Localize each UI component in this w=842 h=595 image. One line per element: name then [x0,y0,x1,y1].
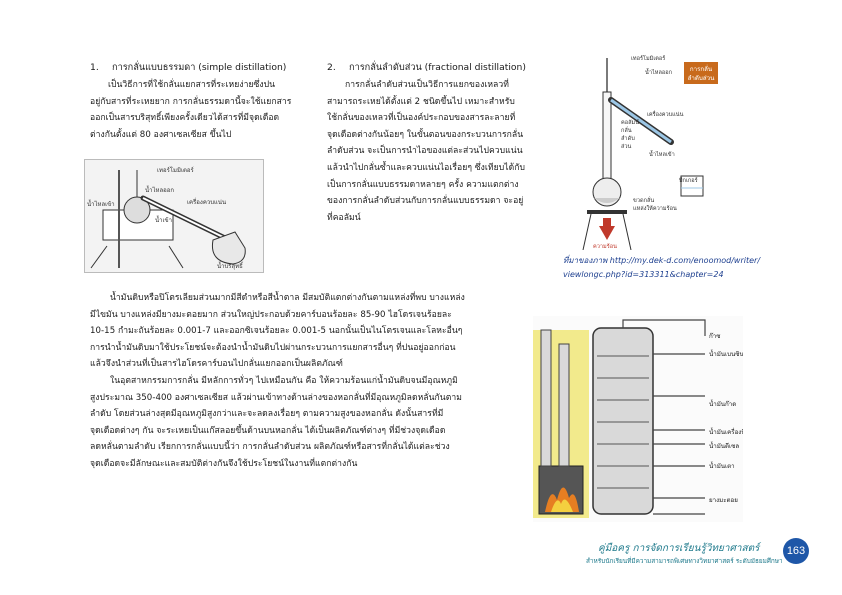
petroleum-paragraph-2: ในอุตสาหกรรมการกลั่น มีหลักการทั่วๆ ไปเห… [90,373,530,473]
simple-distillation-paragraph: เป็นวิธีการที่ใช้กลั่นแยกสารที่ระเหยง่าย… [90,77,305,143]
para-line: สามารถระเหยได้ตั้งแต่ 2 ชนิดขึ้นไป เหมาะ… [327,96,515,107]
fig-label: น้ำบริสุทธิ์ [217,260,244,270]
para-line: สูงประมาณ 350-400 องศาเซลเซียส แล้วผ่านเ… [90,392,462,403]
fig-label: แหล่งให้ความร้อน [633,205,677,212]
fig-label: ส่วน [621,143,632,150]
para-line: น้ำมันดิบหรือปิโตรเลียมส่วนมากมีสีดำหรือ… [110,293,465,303]
para-line: แล้วจึงนำส่วนที่เป็นสารไฮโดรคาร์บอนไปกลั… [90,359,343,370]
footer-subtitle: สำหรับนักเรียนที่มีความสามารถพิเศษทางวิท… [586,557,783,565]
fig-label: ยางมะตอย [709,497,738,504]
fig-label: น้ำไหลเข้า [649,150,675,158]
para-line: ออกเป็นสารบริสุทธิ์เพียงครั้งเดียวได้สาร… [90,113,280,124]
refinery-tower-diagram: ก๊าซ น้ำมันเบนซิน น้ำมันก๊าด น้ำมันเครื่… [533,316,750,522]
para-line: การนำน้ำมันดิบมาใช้ประโยชน์จะต้องนำน้ำมั… [90,342,456,353]
fractional-distillation-paragraph: การกลั่นลำดับส่วนเป็นวิธีการแยกของเหลวที… [327,77,547,226]
para-line: จุดเดือดต่างกันน้อยๆ ในขั้นตอนของกระบวนก… [327,129,524,140]
section-heading-fractional: 2. การกลั่นลำดับส่วน (fractional distilla… [327,60,526,75]
caption-line: ที่มาของภาพ http://my.dek-d.com/enoomod/… [563,256,761,265]
fig-label: น้ำมันก๊าด [709,399,736,408]
footer-title: คู่มือครู การจัดการเรียนรู้วิทยาศาสตร์ [598,543,760,554]
fig-label: เทอร์โมมิเตอร์ [631,54,665,62]
para-line: 10-15 กำมะถันร้อยละ 0.001-7 และออกซิเจนร… [90,326,463,337]
para-line: จุดเดือดต่างๆ กัน จะระเหยเป็นแก๊สลอยขึ้น… [90,425,446,436]
section-heading-simple: 1. การกลั่นแบบธรรมดา (simple distillation… [90,60,286,75]
fig-label: น้ำมันเครื่องบิน [709,427,743,436]
fig-label: กลั่น [621,126,632,134]
fig-label: น้ำไหลออก [145,184,174,194]
fig-label: ขวดกลั่น [633,196,654,204]
caption-line: viewlongc.php?id=313311&chapter=24 [563,270,724,279]
para-line: ลำดับ โดยส่วนล่างสุดมีอุณหภูมิสูงกว่าและ… [90,409,444,420]
fig-label: เทอร์โมมิเตอร์ [157,166,195,174]
fig-label: เครื่องควบแน่น [647,110,684,118]
fig-label: น้ำมันเบนซิน [709,349,743,358]
para-line: ที่คอลัมน์ [327,212,361,223]
fig-label: น้ำมันดีเซล [709,441,739,450]
simple-distillation-figure: เทอร์โมมิเตอร์ น้ำไหลออก เครื่องควบแน่น … [84,159,264,273]
para-line: มีไขมัน บางแหล่งมียางมะตอยมาก ส่วนใหญ่ปร… [90,309,452,320]
fig-label: น้ำไหลเข้า [87,198,115,208]
figure-source-caption: ที่มาของภาพ http://my.dek-d.com/enoomod/… [563,254,763,282]
section-title: การกลั่นแบบธรรมดา (simple distillation) [112,62,287,73]
para-line: ลำดับส่วน จะเป็นการนำไอของแต่ละส่วนไปควบ… [327,146,523,157]
para-line: จุดเดือดจะมีลักษณะและสมบัติต่างกันจึงใช้… [90,458,358,469]
fig-label: น้ำมันเตา [709,461,735,470]
section-title: การกลั่นลำดับส่วน (fractional distillati… [349,62,526,73]
fig-label: ลำดับ [621,135,635,142]
fig-label: คอลัมน์ [621,118,639,126]
fig-tag: การกลั่น [690,65,713,73]
para-line: ใช้กลั่นของเหลวที่เป็นองค์ประกอบของสารละ… [327,113,516,124]
refinery-tower-figure: ก๊าซ น้ำมันเบนซิน น้ำมันก๊าด น้ำมันเครื่… [533,316,750,522]
fig-tag: ลำดับส่วน [688,75,715,82]
para-line: ต่างกันตั้งแต่ 80 องศาเซลเซียส ขึ้นไป [90,129,232,140]
para-line: เป็นวิธีการที่ใช้กลั่นแยกสารที่ระเหยง่าย… [108,80,276,90]
para-line: การกลั่นลำดับส่วนเป็นวิธีการแยกของเหลวที… [345,80,509,90]
para-line: ของการกลั่นลำดับส่วนกับการกลั่นแบบธรรมดา… [327,196,524,207]
para-line: เป็นการกลั่นแบบธรรมดาหลายๆ ครั้ง ความแตก… [327,179,519,190]
fig-label: น้ำเข้า [155,214,172,224]
para-line: ในอุตสาหกรรมการกลั่น มีหลักการทั่วๆ ไปเห… [110,376,458,386]
para-line: แล้วนำไปกลั่นซ้ำและควบแน่นไอเรื่อยๆ ซึ่ง… [327,162,525,173]
fig-label: ความร้อน [593,243,617,250]
petroleum-paragraph-1: น้ำมันดิบหรือปิโตรเลียมส่วนมากมีสีดำหรือ… [90,290,530,373]
fractional-distillation-diagram: การกลั่น ลำดับส่วน เทอร์โมมิเตอร์ น้ำไหล… [582,54,718,251]
simple-distillation-diagram: เทอร์โมมิเตอร์ น้ำไหลออก เครื่องควบแน่น … [87,166,246,270]
fig-label: เครื่องควบแน่น [187,198,226,206]
page-number: 163 [783,538,809,564]
fig-label: ก๊าซ [709,332,720,340]
section-number: 1. [90,62,99,73]
fractional-distillation-figure: การกลั่น ลำดับส่วน เทอร์โมมิเตอร์ น้ำไหล… [563,52,723,251]
para-line: อยู่กับสารที่ระเหยยาก การกลั่นธรรมดานี้จ… [90,96,292,107]
fig-label: บีกเกอร์ [679,176,698,184]
para-line: ลดหลั่นตามลำดับ เรียกการกลั่นแบบนี้ว่า ก… [90,442,450,453]
section-number: 2. [327,62,336,73]
fig-label: น้ำไหลออก [645,68,672,76]
